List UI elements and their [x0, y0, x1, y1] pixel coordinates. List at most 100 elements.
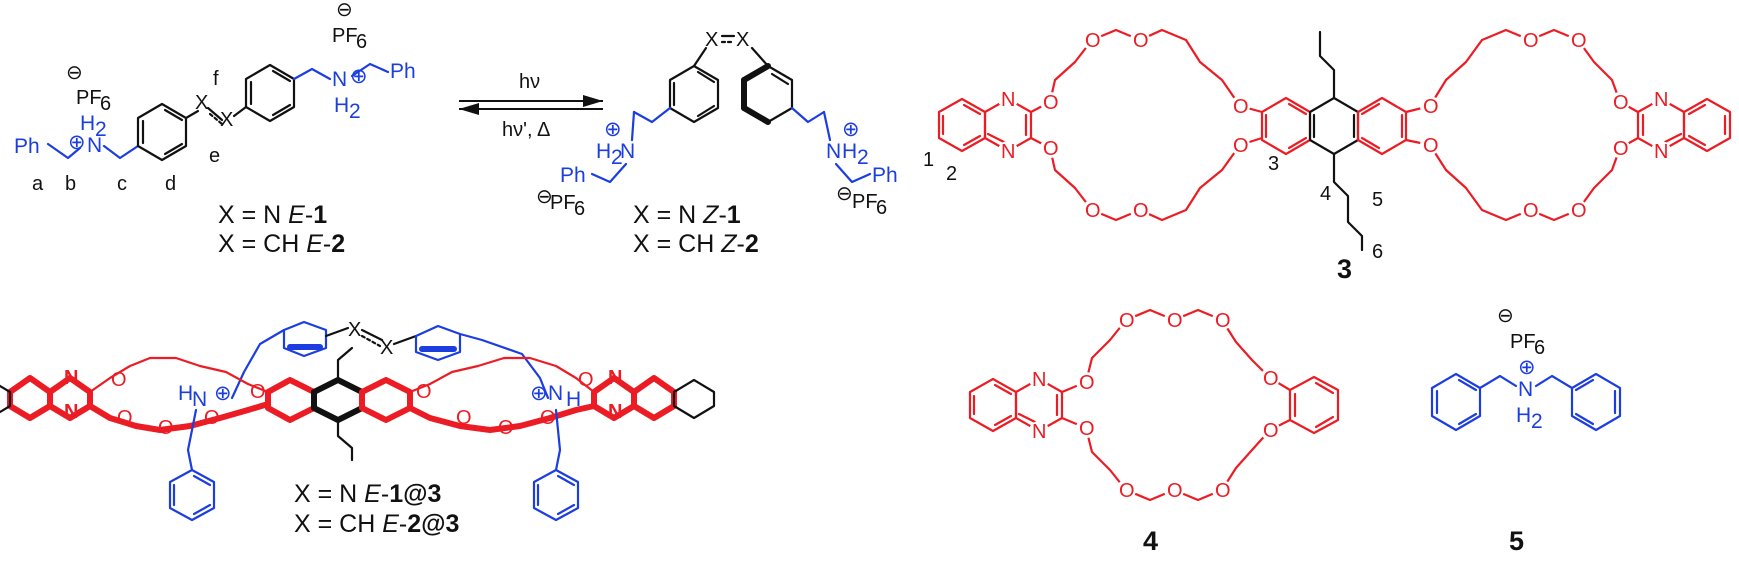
compound-label-line: X = CH Z-2 — [633, 230, 759, 258]
hydrogen-label: H — [842, 140, 857, 163]
oxygen-label: O — [1119, 310, 1135, 332]
oxygen-label: O — [117, 407, 133, 429]
nitrogen-label: N — [1001, 141, 1015, 163]
minus-charge: ⊖ — [836, 183, 853, 205]
oxygen-label: O — [1119, 480, 1135, 502]
position-label-4: 4 — [1320, 183, 1331, 205]
nitrogen-label: N — [332, 68, 347, 91]
nitrogen-label: N — [64, 401, 78, 423]
plus-charge: ⊕ — [68, 131, 86, 154]
pf6-subscript: 6 — [100, 93, 111, 115]
oxygen-label: O — [204, 407, 220, 429]
e-isomer-labels: X = N E-1 X = CH E-2 — [218, 201, 345, 258]
pf6-label: PF — [550, 192, 576, 214]
crown-ether-4: N N O O O O O O O O O O 4 — [968, 308, 1340, 556]
pf6-subscript: 6 — [1534, 337, 1545, 359]
nitrogen-label: N — [1001, 89, 1015, 111]
plus-charge: ⊕ — [350, 65, 368, 88]
equilibrium-arrow: hν hν', Δ — [459, 71, 603, 141]
nitrogen-label: N — [548, 382, 563, 405]
oxygen-label: O — [1571, 30, 1587, 52]
z-isomer-structure: X X H 2 N ⊕ Ph N ⊕ H 2 Ph ⊖ — [536, 29, 898, 220]
phenyl-label: Ph — [390, 60, 416, 83]
oxygen-label: O — [1167, 310, 1183, 332]
hydrogen-label: H — [334, 94, 349, 117]
minus-charge: ⊖ — [66, 62, 83, 84]
complex-labels: X = N E-1@3 X = CH E-2@3 — [294, 480, 459, 538]
plus-charge: ⊕ — [530, 382, 548, 405]
pf6-label: PF — [76, 87, 102, 109]
position-label-6: 6 — [1372, 241, 1383, 263]
hydrogen-subscript: 2 — [1531, 410, 1543, 433]
nitrogen-label: N — [608, 367, 622, 389]
host-guest-complex: X X N N O O O O O O O O O O N N — [0, 319, 716, 522]
oxygen-label: O — [1613, 92, 1629, 114]
proton-label-b: b — [65, 173, 76, 195]
hydrogen-label: H — [80, 112, 95, 135]
compound-label-line: X = N Z-1 — [633, 201, 741, 229]
nitrogen-label: N — [608, 401, 622, 423]
oxygen-label: O — [1079, 372, 1095, 394]
oxygen-label: O — [1523, 30, 1539, 52]
hydrogen-label: H — [1516, 404, 1531, 427]
plus-charge: ⊕ — [842, 118, 860, 141]
oxygen-label: O — [1263, 368, 1279, 390]
proton-label-e: e — [209, 145, 220, 167]
phenyl-label: Ph — [872, 164, 898, 187]
nitrogen-label: N — [192, 388, 207, 411]
proton-label-f: f — [213, 68, 219, 90]
nitrogen-label: N — [620, 140, 635, 163]
oxygen-label: O — [1613, 138, 1629, 160]
oxygen-label: O — [1167, 480, 1183, 502]
oxygen-label: O — [1215, 480, 1231, 502]
proton-label-a: a — [32, 173, 44, 195]
oxygen-label: O — [1043, 138, 1059, 160]
pf6-subscript: 6 — [574, 198, 585, 220]
oxygen-label: O — [1523, 200, 1539, 222]
z-isomer-labels: X = N Z-1 X = CH Z-2 — [633, 201, 759, 258]
position-label-2: 2 — [946, 163, 957, 185]
oxygen-atoms: O O O O O O O O O O O O O O O O — [1040, 30, 1630, 222]
compound-number-3: 3 — [1337, 254, 1352, 284]
oxygen-label: O — [578, 369, 594, 391]
compound-number-5: 5 — [1509, 526, 1524, 556]
oxygen-label: O — [1423, 96, 1439, 118]
x-atom-label: X — [705, 29, 718, 51]
x-atom-label: X — [195, 92, 208, 114]
proton-label-c: c — [117, 173, 127, 195]
oxygen-label: O — [1085, 200, 1101, 222]
oxygen-label: O — [1043, 92, 1059, 114]
oxygen-label: O — [1233, 96, 1249, 118]
compound-label-line: X = N E-1 — [218, 201, 327, 229]
pf6-label: PF — [852, 191, 878, 213]
oxygen-label: O — [1079, 418, 1095, 440]
e-isomer-structure: ⊖ PF 6 Ph H 2 ⊕ N X X N ⊕ H 2 Ph — [14, 0, 416, 195]
pf6-subscript: 6 — [876, 197, 887, 219]
pf6-subscript: 6 — [356, 31, 367, 53]
oxygen-label: O — [1233, 135, 1249, 157]
compound-label-line: X = CH E-2 — [218, 230, 345, 258]
oxygen-label: O — [1085, 30, 1101, 52]
oxygen-label: O — [1215, 310, 1231, 332]
plus-charge: ⊕ — [1518, 356, 1536, 379]
position-label-3: 3 — [1268, 153, 1279, 175]
hydrogen-label: H — [178, 382, 193, 405]
pf6-label: PF — [332, 25, 358, 47]
bis-crown-macrocycle: O O O O O O O O O O O O O O O O N N N N … — [923, 28, 1732, 284]
nitrogen-label: N — [1654, 89, 1668, 111]
hydrogen-subscript: 2 — [95, 118, 107, 141]
hydrogen-subscript: 2 — [349, 100, 361, 123]
oxygen-label: O — [1133, 30, 1149, 52]
x-atom-label: X — [220, 109, 233, 131]
phenyl-label: Ph — [14, 135, 40, 158]
nitrogen-atoms: N N N N — [998, 89, 1671, 163]
nitrogen-label: N — [64, 367, 78, 389]
x-atom-label: X — [736, 29, 749, 51]
oxygen-label: O — [540, 407, 556, 429]
plus-charge: ⊕ — [604, 118, 622, 141]
reverse-condition: hν', Δ — [502, 119, 550, 141]
position-label-5: 5 — [1372, 189, 1383, 211]
pf6-label: PF — [1510, 331, 1536, 353]
minus-charge: ⊖ — [1497, 305, 1514, 327]
